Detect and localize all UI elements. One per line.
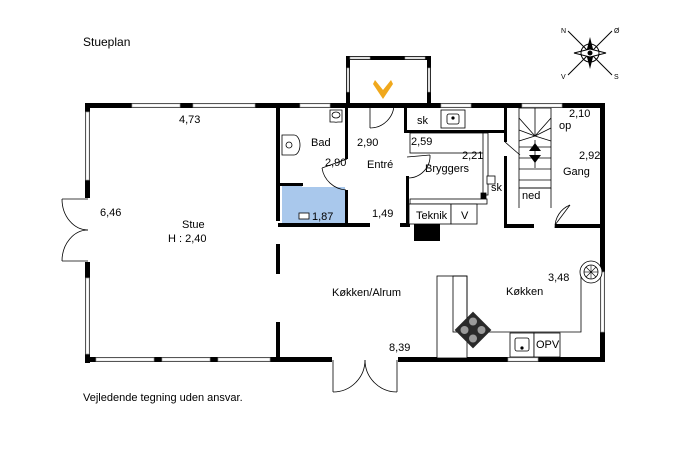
south-patio-door xyxy=(332,355,398,393)
bryggers-name: Bryggers xyxy=(425,163,470,175)
entre-dim-b: 1,49 xyxy=(372,208,393,220)
compass-n: N xyxy=(561,28,566,35)
kokken-dim: 3,48 xyxy=(548,272,569,284)
cooktop-icon xyxy=(454,311,492,349)
bryggers-dim-b: 2,21 xyxy=(462,150,483,162)
disclaimer: Vejledende tegning uden ansvar. xyxy=(83,392,243,404)
kokken-name: Køkken xyxy=(506,286,543,298)
stue-name: Stue xyxy=(182,219,205,231)
bryggers-sk-top: sk xyxy=(417,115,429,127)
compass-s: S xyxy=(614,74,619,81)
compass-rose-icon: N Ø S V xyxy=(561,28,620,81)
teknik-v: V xyxy=(461,210,469,222)
bryggers-dim-a: 2,59 xyxy=(411,136,432,148)
entre-name: Entré xyxy=(367,159,393,171)
bath-floor xyxy=(282,187,345,227)
gang-name: Gang xyxy=(563,166,590,178)
bad-dim-a: 2,90 xyxy=(325,157,346,169)
windows xyxy=(85,103,605,362)
gang-dim-b: 2,92 xyxy=(579,150,600,162)
door-swings xyxy=(321,103,571,229)
gang-ned: ned xyxy=(522,190,540,202)
compass-e: Ø xyxy=(614,28,620,35)
teknik-name: Teknik xyxy=(416,210,448,222)
bath-fixtures xyxy=(281,109,343,220)
gang-op: op xyxy=(559,120,571,132)
entre-dim-a: 2,90 xyxy=(357,137,378,149)
staircase xyxy=(518,107,552,208)
compass-w: V xyxy=(561,74,566,81)
bath-shower-fill xyxy=(282,186,302,188)
bryggers-sk-side: sk xyxy=(491,182,503,194)
west-patio-door xyxy=(61,198,91,262)
plan-title: Stueplan xyxy=(83,35,130,49)
kokken-opv: OPV xyxy=(536,339,560,351)
stue-width: 4,73 xyxy=(179,114,200,126)
kitchen-counters xyxy=(436,275,601,359)
kokken-alrum-name: Køkken/Alrum xyxy=(332,287,401,299)
interior-walls xyxy=(276,106,601,360)
stue-height: H : 2,40 xyxy=(168,233,207,245)
stue-depth: 6,46 xyxy=(100,207,121,219)
bad-name: Bad xyxy=(311,137,331,149)
fireplace-icon xyxy=(579,260,603,284)
utility-fixtures xyxy=(408,109,496,225)
entry-arrow-icon xyxy=(373,80,393,99)
entrance-porch xyxy=(346,56,431,106)
gang-dim-a: 2,10 xyxy=(569,108,590,120)
bad-dim-b: 1,87 xyxy=(312,211,333,223)
kokken-alrum-dim: 8,39 xyxy=(389,342,410,354)
